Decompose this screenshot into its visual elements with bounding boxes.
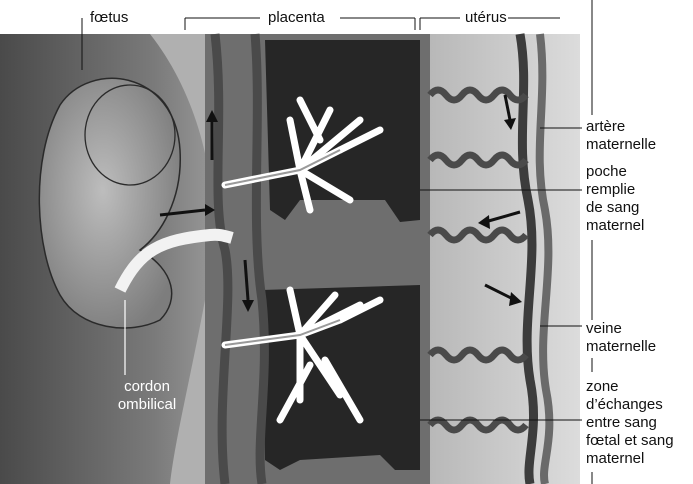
label-blood-pocket-line3: de sang (586, 199, 644, 217)
label-uterus: utérus (465, 9, 507, 27)
label-exchange-zone-line2: d’échanges (586, 396, 674, 414)
label-blood-pocket-line1: poche (586, 163, 644, 181)
label-exchange-zone-line3: entre sang (586, 414, 674, 432)
label-maternal-artery-line1: artère (586, 118, 656, 136)
label-maternal-vein: veine maternelle (586, 320, 656, 356)
label-blood-pocket-line4: maternel (586, 217, 644, 235)
label-blood-pocket: poche remplie de sang maternel (586, 163, 644, 235)
label-maternal-artery: artère maternelle (586, 118, 656, 154)
label-exchange-zone-line1: zone (586, 378, 674, 396)
label-exchange-zone-line4: fœtal et sang (586, 432, 674, 450)
label-umbilical-cord: cordon ombilical (92, 378, 202, 414)
label-maternal-artery-line2: maternelle (586, 136, 656, 154)
label-maternal-vein-line2: maternelle (586, 338, 656, 356)
label-fetus: fœtus (90, 9, 128, 27)
label-exchange-zone: zone d’échanges entre sang fœtal et sang… (586, 378, 674, 468)
label-placenta: placenta (268, 9, 325, 27)
label-umbilical-cord-line1: cordon (92, 378, 202, 396)
fetus-figure (39, 78, 180, 328)
label-maternal-vein-line1: veine (586, 320, 656, 338)
label-exchange-zone-line5: maternel (586, 450, 674, 468)
label-blood-pocket-line2: remplie (586, 181, 644, 199)
label-umbilical-cord-line2: ombilical (92, 396, 202, 414)
